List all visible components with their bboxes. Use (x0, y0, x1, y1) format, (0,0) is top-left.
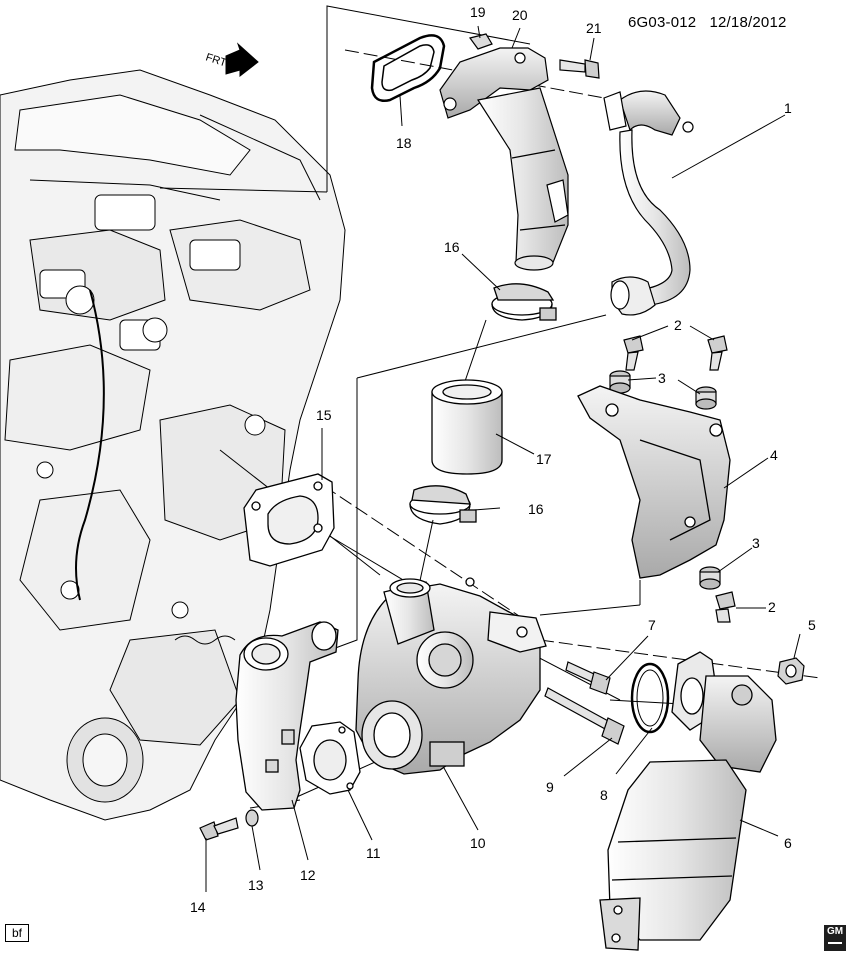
part-bolt-7 (565, 661, 611, 695)
front-direction-indicator: FRT (204, 42, 259, 78)
callout-14: 14 (190, 899, 206, 915)
part-hose-17 (431, 379, 503, 475)
diagram-date: 12/18/2012 (709, 14, 787, 31)
callout-15: 15 (316, 407, 332, 423)
front-label: FRT (204, 51, 228, 69)
callout-2-upper: 2 (674, 317, 682, 333)
part-hose-clamp-16-lower (409, 485, 477, 525)
callout-6: 6 (784, 835, 792, 851)
part-oil-return-pipe-20 (439, 47, 569, 271)
part-outlet-elbow-12 (235, 621, 339, 811)
callout-12: 12 (300, 867, 316, 883)
callout-3-lower: 3 (752, 535, 760, 551)
callout-5: 5 (808, 617, 816, 633)
part-bolts-2 (623, 335, 736, 623)
part-gasket-18 (370, 34, 446, 102)
part-gasket-11 (299, 721, 361, 795)
part-catalytic-converter-6 (599, 651, 777, 951)
part-heat-shield-4 (577, 385, 731, 579)
diagram-header: 6G03-012 12/18/2012 (628, 14, 787, 31)
callout-8: 8 (600, 787, 608, 803)
engine-block-illustration (0, 69, 346, 821)
callout-9: 9 (546, 779, 554, 795)
part-washer-13 (245, 809, 259, 827)
callout-4: 4 (770, 447, 778, 463)
footer-badge: bf (5, 924, 29, 942)
callout-17: 17 (536, 451, 552, 467)
callout-11: 11 (366, 845, 381, 861)
callout-13: 13 (248, 877, 264, 893)
callout-1: 1 (784, 100, 792, 116)
gm-logo-text: GM (826, 926, 844, 937)
gm-logo-icon: GM (824, 925, 846, 951)
part-bolt-19 (468, 33, 493, 50)
part-bolt-9 (544, 687, 625, 745)
callout-19: 19 (470, 4, 486, 20)
callout-20: 20 (512, 7, 528, 23)
front-arrow-icon (225, 42, 259, 78)
part-nut-5 (777, 657, 805, 685)
leader-lines (205, 25, 801, 892)
part-gasket-15 (243, 473, 335, 567)
part-hose-clamp-16-upper (491, 283, 557, 321)
callout-21: 21 (586, 20, 602, 36)
callout-3-upper: 3 (658, 370, 666, 386)
diagram-id: 6G03-012 (628, 14, 697, 31)
part-oil-feed-pipe-1 (603, 90, 694, 316)
callout-10: 10 (470, 835, 486, 851)
part-bolt-21 (559, 59, 600, 79)
callout-16-upper: 16 (444, 239, 460, 255)
part-turbocharger-10 (355, 577, 547, 775)
callout-18: 18 (396, 135, 412, 151)
part-grommets-3 (609, 370, 721, 590)
callout-numbers: 1 2 2 3 3 4 5 6 7 8 9 10 11 12 13 14 15 … (190, 4, 816, 915)
part-bolt-14 (199, 817, 239, 841)
part-seal-ring-8 (630, 662, 670, 734)
callout-16-lower: 16 (528, 501, 544, 517)
callout-2-lower: 2 (768, 599, 776, 615)
callout-7: 7 (648, 617, 656, 633)
